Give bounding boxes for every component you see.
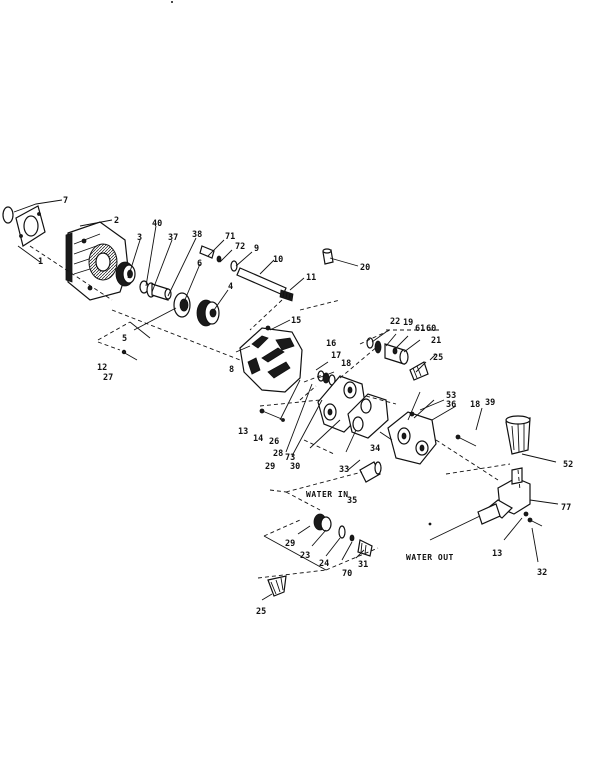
part-6-wobble-plate [173, 292, 191, 318]
part-1-gasket-plate [15, 205, 46, 247]
part-72-washer [216, 255, 222, 263]
part-25-nozzle-cone-lower [267, 575, 287, 597]
part-25-nozzle-cone-upper [409, 361, 429, 381]
water-in-label: WATER IN [306, 490, 349, 499]
label-20: 20 [360, 263, 370, 273]
label-29-lower: 29 [285, 539, 295, 549]
label-22: 22 [390, 317, 400, 327]
label-10: 10 [273, 255, 283, 265]
label-53: 53 [446, 391, 456, 401]
label-25-upper: 25 [433, 353, 443, 363]
leader-lines [13, 199, 559, 601]
label-40: 40 [152, 219, 162, 229]
part-7-o-ring [2, 206, 14, 224]
label-29: 29 [265, 462, 275, 472]
label-14: 14 [253, 434, 263, 444]
label-9: 9 [254, 244, 259, 254]
part-11-spring [279, 289, 294, 302]
water-out-label: WATER OUT [406, 553, 454, 562]
label-35: 35 [347, 496, 357, 506]
part-34-unloader-block [387, 411, 437, 465]
part-8-pump-head [239, 325, 303, 393]
label-60: 60 [426, 324, 436, 334]
label-61: 61 [415, 324, 425, 334]
label-6: 6 [197, 259, 202, 269]
label-32: 32 [537, 568, 547, 578]
part-3-bearing [115, 261, 136, 287]
label-3: 3 [137, 233, 142, 243]
label-24: 24 [319, 559, 329, 569]
label-5: 5 [122, 334, 127, 344]
part-20-fitting [322, 248, 334, 265]
part-12-27-screw [121, 349, 138, 361]
label-17: 17 [331, 351, 341, 361]
part-9-washer [230, 260, 238, 272]
label-39: 39 [485, 398, 495, 408]
label-25-lower: 25 [256, 607, 266, 617]
part-4-bearing [196, 299, 220, 327]
label-77: 77 [561, 503, 571, 513]
part-13-14-bolts [259, 408, 285, 422]
part-2-crankcase-housing [65, 221, 129, 301]
label-31: 31 [358, 560, 368, 570]
label-38: 38 [192, 230, 202, 240]
part-39-bolt [455, 434, 477, 447]
label-19: 19 [403, 318, 413, 328]
label-37: 37 [168, 233, 178, 243]
label-72: 72 [235, 242, 245, 252]
part-32-screw [527, 517, 543, 527]
label-7: 7 [63, 196, 68, 206]
label-26: 26 [269, 437, 279, 447]
label-18: 18 [341, 359, 351, 369]
part-71-piston [199, 245, 215, 259]
label-33: 33 [339, 465, 349, 475]
label-11: 11 [306, 273, 316, 283]
label-34: 34 [370, 444, 380, 454]
label-12: 12 [97, 363, 107, 373]
part-77-valve-body [487, 467, 531, 519]
label-52: 52 [563, 460, 573, 470]
label-30: 30 [290, 462, 300, 472]
label-70: 70 [342, 569, 352, 579]
label-71: 71 [225, 232, 235, 242]
label-15: 15 [291, 316, 301, 326]
label-27: 27 [103, 373, 113, 383]
part-40-37-shaft-parts [139, 280, 172, 301]
part-33-manifold [317, 375, 389, 439]
label-73: 73 [285, 453, 295, 463]
label-13-right: 13 [492, 549, 502, 559]
part-52-knob [505, 415, 531, 455]
label-16: 16 [326, 339, 336, 349]
label-1: 1 [38, 257, 43, 267]
water-out-outlet [429, 503, 501, 541]
label-13: 13 [238, 427, 248, 437]
label-21: 21 [431, 336, 441, 346]
part-35-water-in-fitting [359, 461, 382, 483]
part-28-23-24-70-31-lower-valve [313, 513, 373, 557]
label-36: 36 [446, 400, 456, 410]
part-labels: 7 1 2 3 40 37 38 6 71 72 9 10 11 20 4 5 … [38, 196, 573, 617]
label-8: 8 [229, 365, 234, 375]
top-dot [171, 1, 173, 3]
label-18-right: 18 [470, 400, 480, 410]
label-23: 23 [300, 551, 310, 561]
label-2: 2 [114, 216, 119, 226]
label-28: 28 [273, 449, 283, 459]
label-4: 4 [228, 282, 233, 292]
